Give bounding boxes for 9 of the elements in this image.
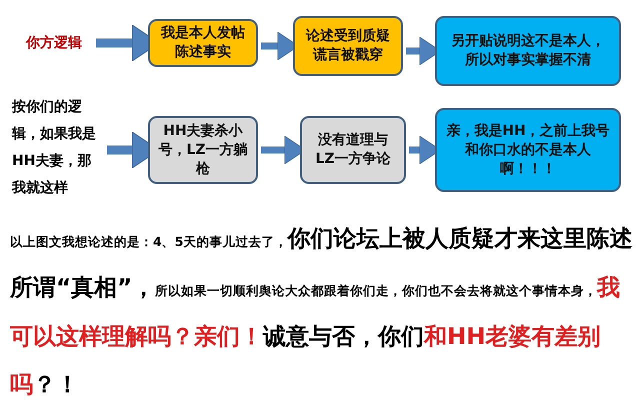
- process-box: 另开贴说明这不是本人，所以对事实掌握不清: [435, 16, 621, 86]
- process-box: 没有道理与LZ一方争论: [300, 116, 406, 184]
- paragraph-text: 以上图文我想论述的是：4、5天的事儿过去了，你们论坛上被人质疑才来这里陈述所谓“真相”，所以如果一切顺利舆论大众都跟着你们走，你们也不会去将就这个事情本身，我可以这样理解吗？亲们！诚意与否，你们和HH老婆有差别吗？！: [10, 225, 634, 400]
- process-box: 我是本人发帖陈述事实: [148, 19, 258, 67]
- process-box: 亲，我是HH，之前上我号和你口水的不是本人啊！！！: [435, 108, 621, 192]
- text-label: 你方逻辑: [14, 28, 94, 58]
- process-box: HH夫妻杀小号，LZ一方躺枪: [148, 116, 258, 184]
- process-box: 论述受到质疑谎言被戳穿: [293, 16, 403, 76]
- text-label: 按你们的逻辑，如果我是HH夫妻，那我就这样: [12, 93, 104, 203]
